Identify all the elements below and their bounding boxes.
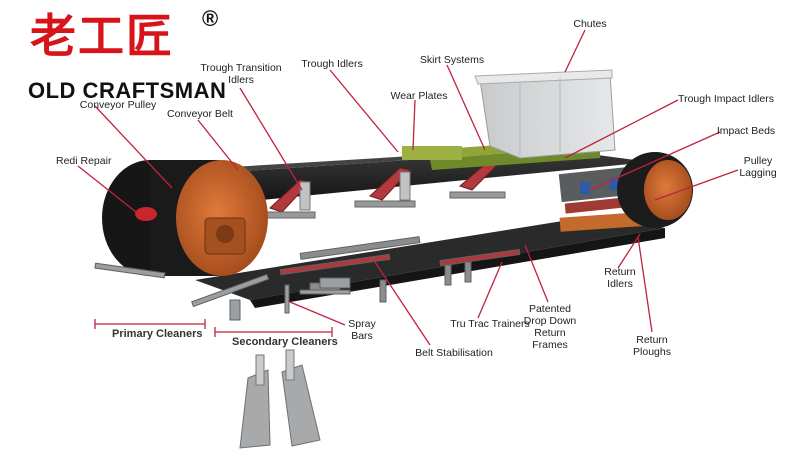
label-return-ploughs: Return Ploughs [633, 334, 671, 358]
label-wear-plates: Wear Plates [390, 90, 448, 102]
label-tru-trac-trainers: Tru Trac Trainers [450, 318, 530, 330]
secondary-cleaner-blades [239, 349, 321, 449]
leader-lines [77, 29, 739, 346]
head-pulley [102, 160, 268, 276]
label-impact-beds: Impact Beds [716, 125, 776, 137]
label-primary-cleaners: Primary Cleaners [112, 328, 203, 340]
cleaners-spray-bars [94, 262, 351, 321]
label-redi-repair: Redi Repair [56, 155, 112, 167]
return-frames [279, 236, 521, 303]
label-chutes: Chutes [573, 18, 607, 30]
label-secondary-cleaners: Secondary Cleaners [232, 336, 338, 348]
label-pulley-lagging: Pulley Lagging [739, 155, 777, 179]
label-patented-drop-down-return-frames: Patented Drop Down Return Frames [523, 303, 577, 351]
label-trough-idlers: Trough Idlers [301, 58, 363, 70]
tail-pulley [617, 152, 693, 228]
label-return-idlers: Return Idlers [604, 266, 636, 290]
logo-chinese: 老工匠 [30, 9, 174, 63]
label-conveyor-pulley: Conveyor Pulley [79, 99, 157, 111]
registered-mark: ® [202, 6, 219, 31]
trough-idlers [264, 159, 506, 219]
return-belt [195, 215, 665, 308]
label-conveyor-belt: Conveyor Belt [167, 108, 233, 120]
label-trough-impact-idlers: Trough Impact Idlers [678, 93, 774, 105]
label-skirt-systems: Skirt Systems [419, 54, 485, 66]
logo-english: OLD CRAFTSMAN [28, 78, 227, 103]
label-spray-bars: Spray Bars [348, 318, 376, 342]
label-belt-stabilisation: Belt Stabilisation [415, 347, 493, 359]
label-trough-transition-idlers: Trough Transition Idlers [200, 62, 282, 86]
chute-hopper [474, 69, 616, 159]
